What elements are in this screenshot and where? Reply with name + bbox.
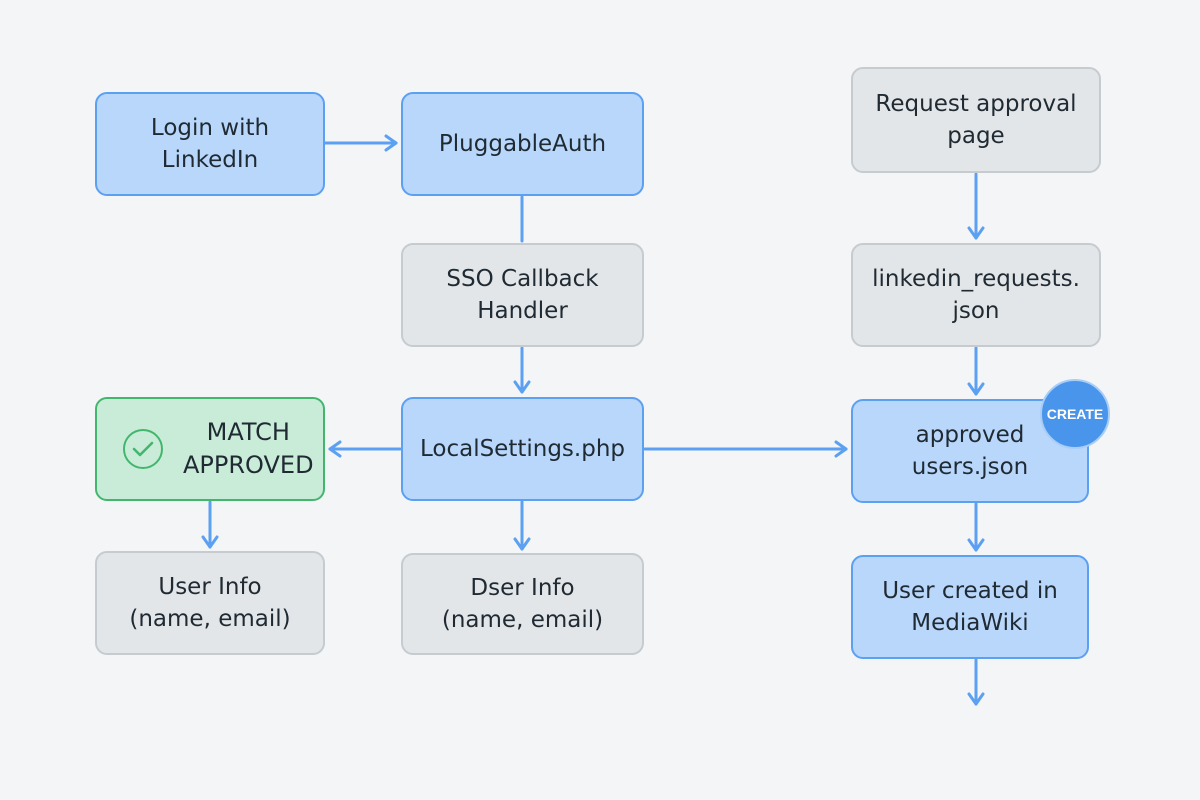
node-linkedin-requests-json: linkedin_requests. json — [851, 243, 1101, 347]
node-label: PluggableAuth — [438, 131, 607, 157]
node-user-created-in-mediawiki: User created in MediaWiki — [851, 555, 1089, 659]
node-user-info-left: User Info (name, email) — [95, 551, 325, 655]
node-request-approval-page: Request approval page — [851, 67, 1101, 173]
node-label: MATCH APPROVED — [183, 418, 314, 479]
arrow-request-to-linkedin-requests — [967, 172, 985, 240]
node-label: User Info (name, email) — [129, 574, 291, 632]
node-label: SSO Callback Handler — [446, 266, 599, 324]
node-login-with-linkedin: Login with LinkedIn — [95, 92, 325, 196]
node-label: LocalSettings.php — [419, 436, 626, 462]
arrow-sso-to-localsettings — [513, 346, 531, 394]
node-sso-callback-handler: SSO Callback Handler — [401, 243, 644, 347]
arrow-approved-users-to-user-created — [967, 502, 985, 552]
badge-label: CREATE — [1046, 406, 1104, 422]
arrow-localsettings-to-match — [328, 440, 402, 458]
arrow-localsettings-to-user-info — [513, 500, 531, 551]
node-label: Login with LinkedIn — [150, 115, 270, 173]
create-badge: CREATE — [1040, 379, 1110, 449]
node-localsettings-php: LocalSettings.php — [401, 397, 644, 501]
node-label: linkedin_requests. json — [872, 266, 1080, 324]
arrow-login-to-pluggableauth — [323, 134, 398, 152]
node-match-approved: MATCH APPROVED — [95, 397, 325, 501]
arrow-linkedin-requests-to-approved-users — [967, 346, 985, 396]
arrow-match-to-user-info — [201, 500, 219, 549]
node-label: Request approval page — [875, 91, 1077, 149]
node-user-info-middle: Dser Info (name, email) — [401, 553, 644, 655]
arrow-user-created-out — [967, 658, 985, 706]
node-label: approved users.json — [911, 422, 1029, 480]
node-pluggableauth: PluggableAuth — [401, 92, 644, 196]
node-label: User created in MediaWiki — [882, 578, 1058, 636]
arrow-localsettings-to-approved-users — [643, 440, 848, 458]
node-label: Dser Info (name, email) — [441, 575, 604, 633]
check-circle-icon — [123, 429, 163, 469]
